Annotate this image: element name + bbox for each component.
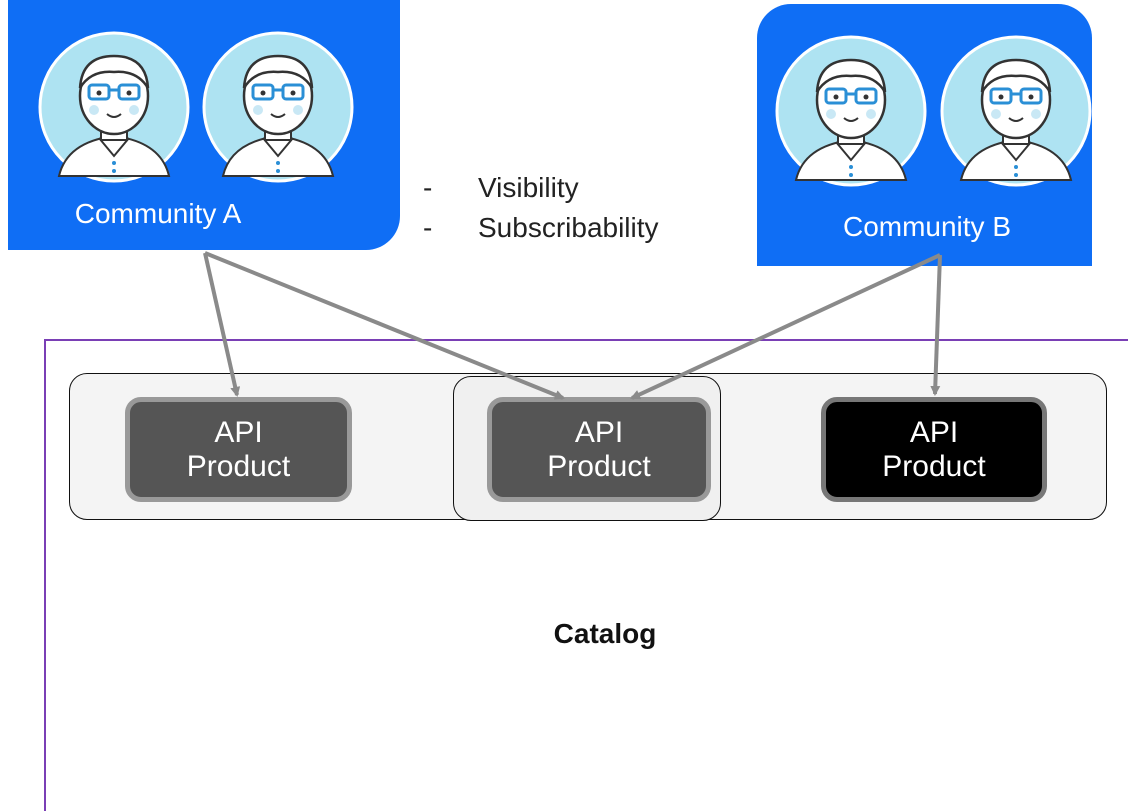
api-product-line2: Product [186,449,291,483]
user-avatar-icon [37,30,191,184]
api-product-line1: API [909,415,959,449]
api-product-line1: API [574,415,624,449]
api-product-1[interactable]: API Product [125,397,352,502]
permission-visibility: Visibility [478,172,579,203]
permissions-list: - Visibility - Subscribability [423,168,659,248]
user-avatar-icon [201,30,355,184]
bullet-marker: - [423,212,433,243]
api-product-line2: Product [882,449,986,483]
user-avatar-icon [939,34,1093,188]
bullet-marker: - [423,172,433,203]
user-avatar-icon [774,34,928,188]
catalog-frame [44,339,1128,811]
list-item: - Subscribability [423,208,659,248]
api-product-3[interactable]: API Product [821,397,1047,502]
community-a-label: Community A [74,198,242,229]
list-item: - Visibility [423,168,659,208]
community-b-label: Community B [842,211,1012,242]
catalog-label: Catalog [553,618,657,649]
api-product-2[interactable]: API Product [487,397,711,502]
api-product-line2: Product [547,449,651,483]
community-a-panel: Community A [8,0,400,250]
community-b-panel: Community B [757,4,1092,266]
permission-subscribability: Subscribability [478,212,659,243]
api-product-line1: API [214,415,263,449]
